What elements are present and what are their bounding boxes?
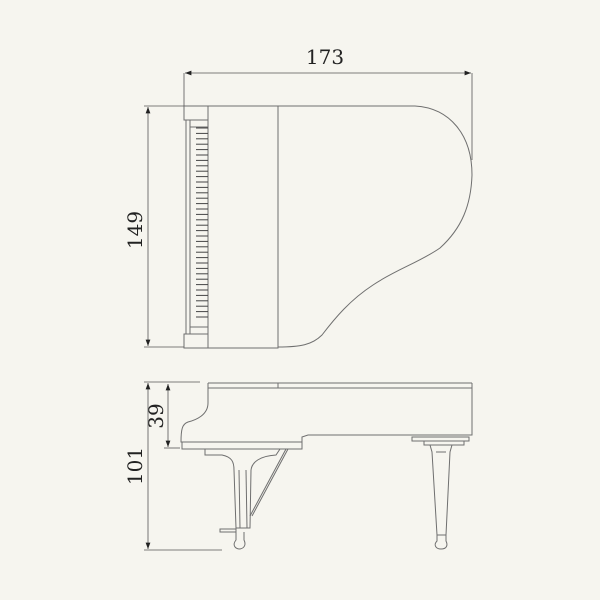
total-height-label: 101 (123, 447, 147, 485)
dimension-total-height: 101 (123, 381, 222, 551)
dimension-width: 173 (183, 45, 473, 160)
piano-top-view (183, 105, 473, 349)
width-label: 173 (306, 45, 344, 69)
keyboard-keys (196, 127, 208, 318)
piano-side-view (180, 382, 473, 550)
dimension-body-height: 39 (144, 384, 180, 449)
depth-label: 149 (123, 211, 147, 249)
dimension-depth: 149 (123, 105, 184, 348)
